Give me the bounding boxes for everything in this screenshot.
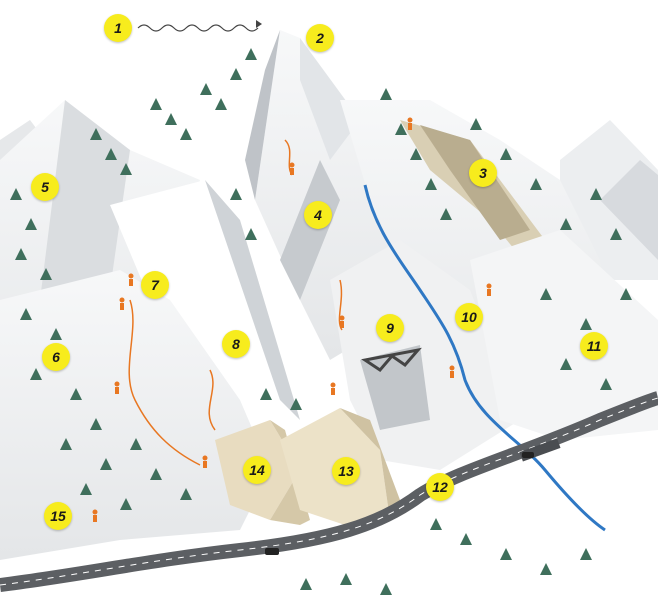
marker-9: 9 xyxy=(376,314,404,342)
marker-15: 15 xyxy=(44,502,72,530)
climbers xyxy=(92,117,492,522)
marker-8: 8 xyxy=(222,330,250,358)
right-lower-slope xyxy=(470,230,658,440)
marker-2: 2 xyxy=(306,24,334,52)
marker-5: 5 xyxy=(31,173,59,201)
marker-1: 1 xyxy=(104,14,132,42)
marker-14: 14 xyxy=(243,456,271,484)
river xyxy=(363,184,606,532)
central-block xyxy=(110,180,300,425)
left-lower-slope xyxy=(0,270,270,560)
car xyxy=(265,548,279,555)
car xyxy=(522,452,534,458)
marker-13: 13 xyxy=(332,457,360,485)
marker-7: 7 xyxy=(141,271,169,299)
wavy-arrow xyxy=(137,20,262,32)
lower-middle-slope xyxy=(330,240,520,470)
marker-10: 10 xyxy=(455,303,483,331)
marker-11: 11 xyxy=(580,332,608,360)
marker-4: 4 xyxy=(304,201,332,229)
marker-6: 6 xyxy=(42,343,70,371)
tree-clusters xyxy=(10,48,632,595)
marker-12: 12 xyxy=(426,473,454,501)
marker-3: 3 xyxy=(469,159,497,187)
road-centerline xyxy=(0,397,658,586)
